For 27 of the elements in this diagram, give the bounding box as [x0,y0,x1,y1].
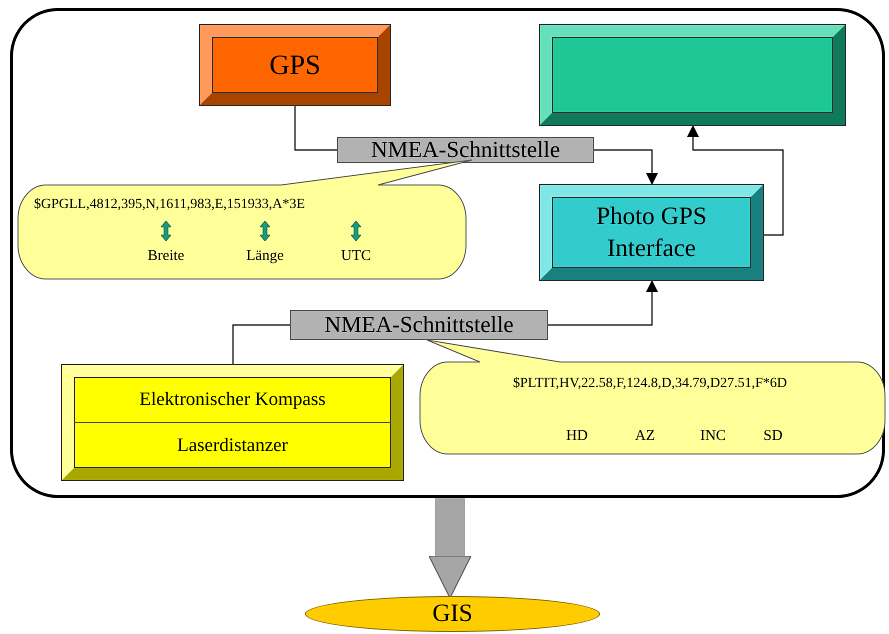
system-frame [10,8,885,498]
device-box [540,185,763,280]
field-label: UTC [341,248,371,265]
field-label: Breite [148,248,184,265]
connector-arrow [594,149,658,185]
device-box [62,365,403,480]
speech-bubble [18,160,475,280]
field-label: AZ [635,428,655,445]
data-sentence: $PLTIT,HV,22.58,F,124.8,D,34.79,D27.51,F*6D [513,376,787,392]
field-label: HD [566,428,588,445]
interface-tag: NMEA-Schnittstelle [337,137,594,163]
system-ellipse: GIS [305,596,600,632]
device-label: GPS [268,48,322,82]
device-label: Elektronischer Kompass [138,388,327,412]
interface-tag: NMEA-Schnittstelle [290,310,548,340]
data-sentence: $GPGLL,4812,395,N,1611,983,E,151933,A*3E [34,197,305,213]
speech-bubble [420,340,887,455]
field-label: SD [763,428,783,445]
block-arrow [428,498,472,599]
device-box [200,25,390,105]
device-label: Laserdistanzer [176,434,289,458]
field-label: INC [700,428,726,445]
connector-arrow [548,280,658,326]
connector-arrow [687,125,784,236]
device-box [540,25,845,125]
device-label: Photo GPS Interface [595,202,708,264]
field-label: Länge [246,248,284,265]
